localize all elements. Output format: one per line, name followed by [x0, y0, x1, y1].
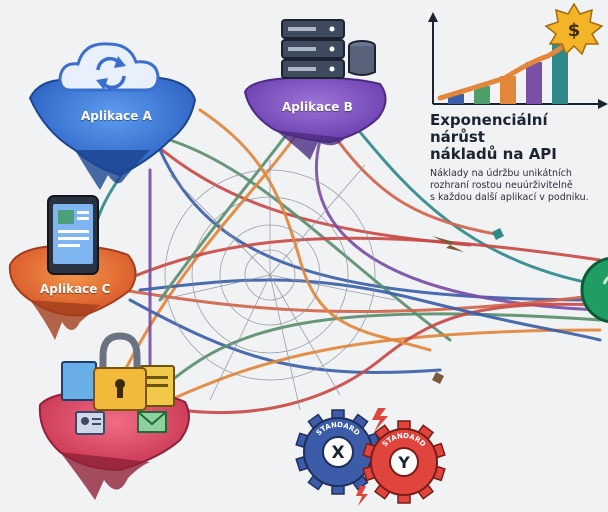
- axis-arrow-right-icon: [598, 99, 608, 109]
- chart-bar: [474, 86, 490, 104]
- tablet-device-icon: [47, 195, 99, 275]
- api-cable: [328, 128, 502, 237]
- cost-explainer-panel: Exponenciální nárůst nákladů na API Nákl…: [430, 112, 606, 204]
- island-security: [38, 332, 190, 500]
- conflict-spark-icon: [356, 408, 388, 506]
- api-cable: [158, 312, 602, 392]
- padlock-icon: [93, 332, 147, 411]
- app-c-label: Aplikace C: [40, 282, 111, 296]
- api-cable: [168, 138, 452, 342]
- app-a-label: Aplikace A: [81, 109, 152, 123]
- id-card-icon: [75, 411, 105, 435]
- api-cable: [118, 128, 302, 382]
- tangled-api-cables: [92, 108, 602, 414]
- standard-gear-x: STANDARD X: [295, 409, 381, 495]
- island-app-b: [243, 19, 387, 160]
- standard-gear-y: STANDARD Y: [362, 420, 446, 504]
- app-b-label: Aplikace B: [282, 100, 353, 114]
- panel-title: Exponenciální nárůst nákladů na API: [430, 111, 557, 163]
- api-cable: [118, 288, 602, 314]
- api-cable: [138, 278, 602, 342]
- api-cable: [168, 328, 602, 402]
- api-cable: [158, 148, 602, 302]
- chart-bar: [552, 44, 568, 104]
- api-cable: [148, 138, 472, 247]
- cloud-sync-icon: [58, 42, 160, 92]
- chart-bar: [526, 62, 542, 104]
- green-connector-node: [580, 257, 608, 323]
- broken-plug-icon: [432, 228, 504, 384]
- server-rack-icon: [281, 19, 376, 79]
- api-cable: [198, 108, 432, 352]
- spider-web: [159, 160, 396, 411]
- api-cable: [158, 128, 292, 302]
- gear-y-letter: Y: [397, 453, 410, 472]
- island-app-a: [28, 42, 197, 190]
- panel-description: Náklady na údržbu unikátních rozhraní ro…: [430, 168, 589, 203]
- island-app-c: [8, 195, 137, 340]
- axis-arrow-up-icon: [428, 12, 438, 22]
- gear-x-letter: X: [331, 443, 344, 463]
- chart-bar: [500, 76, 516, 104]
- api-cable: [178, 302, 602, 414]
- api-cable: [348, 118, 602, 287]
- cost-growth-chart: $: [428, 2, 608, 109]
- chart-bar: [448, 94, 464, 104]
- dollar-burst-icon: $: [544, 2, 604, 56]
- mail-envelope-icon: [137, 411, 167, 433]
- api-cable: [315, 138, 602, 312]
- dollar-symbol: $: [568, 20, 581, 41]
- folders-icon: [61, 361, 175, 407]
